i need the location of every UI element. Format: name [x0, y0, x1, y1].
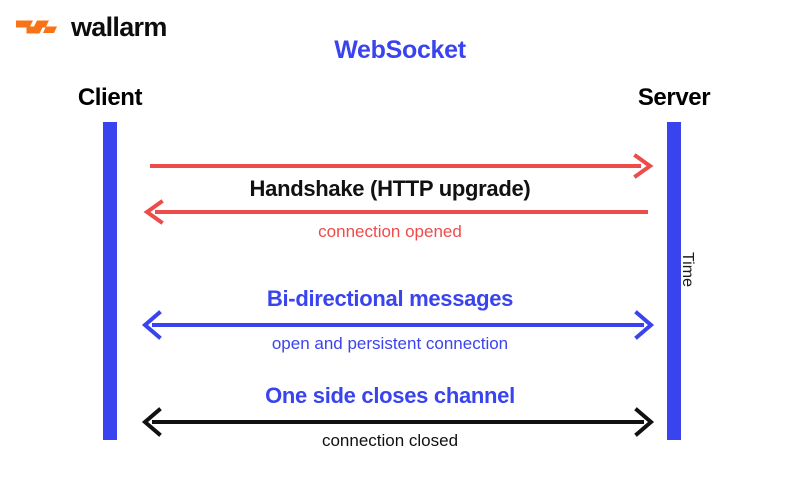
arrow-handshake-response [143, 199, 648, 225]
server-lifeline-label: Server [637, 84, 711, 111]
close-channel-title: One side closes channel [265, 383, 515, 408]
brand-logo: wallarm [16, 8, 167, 46]
bidirectional-subtitle: open and persistent connection [271, 334, 509, 353]
arrow-handshake-request [150, 153, 654, 179]
time-axis-label: Time [679, 252, 696, 287]
brand-wordmark: wallarm [71, 11, 167, 42]
page-title: WebSocket [334, 36, 466, 64]
bidirectional-title: Bi-directional messages [266, 286, 514, 311]
wallarm-lightning-logo-icon [16, 20, 57, 34]
server-lifeline-bar [667, 122, 681, 440]
client-lifeline-label: Client [77, 84, 143, 111]
handshake-subtitle: connection opened [318, 222, 462, 241]
close-channel-subtitle: connection closed [321, 431, 459, 450]
handshake-title: Handshake (HTTP upgrade) [249, 176, 531, 201]
client-lifeline-bar [103, 122, 117, 440]
